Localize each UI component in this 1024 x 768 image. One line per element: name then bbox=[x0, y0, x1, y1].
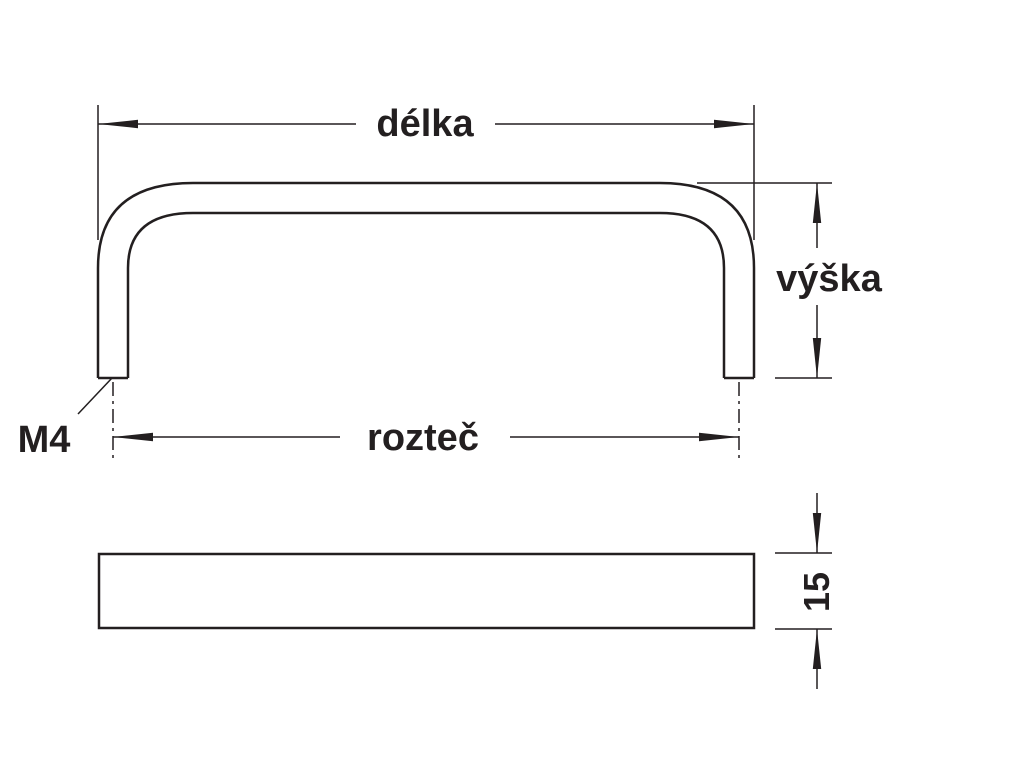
handle-inner-contour bbox=[126, 211, 726, 378]
length-dimension bbox=[97, 105, 755, 240]
handle-side-view bbox=[97, 552, 756, 630]
handle-front-view bbox=[96, 181, 756, 380]
spacing-label: rozteč bbox=[367, 417, 479, 459]
thread-label: M4 bbox=[18, 419, 71, 461]
thickness-label: 15 bbox=[796, 572, 837, 612]
height-label: výška bbox=[776, 258, 883, 300]
thread-leader-line bbox=[77, 377, 113, 415]
height-dimension bbox=[697, 182, 832, 379]
thread-callout bbox=[77, 377, 113, 415]
handle-outer-contour bbox=[96, 181, 756, 378]
spacing-dimension bbox=[112, 382, 740, 458]
thickness-dimension bbox=[775, 493, 832, 689]
length-label: délka bbox=[376, 103, 474, 145]
